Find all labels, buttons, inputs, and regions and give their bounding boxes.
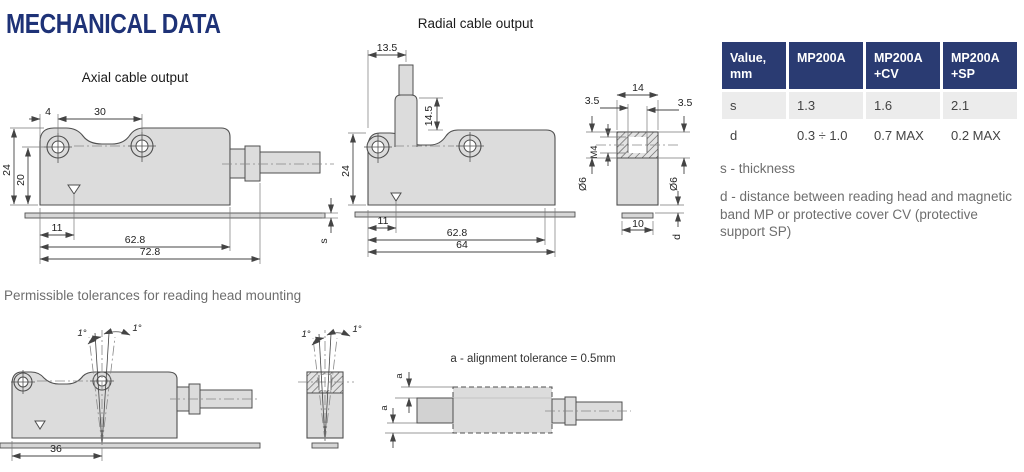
table-header-mp200a-cv: MP200A +CV [866,42,940,89]
svg-text:20: 20 [15,174,27,186]
tolerances-caption: Permissible tolerances for reading head … [4,288,302,303]
index-mark [34,420,46,430]
axial-head-body [39,127,231,206]
tolerance-cable [170,383,260,415]
magnetic-band [354,211,576,218]
magnetic-band-end [311,442,339,449]
tolerance-head-body [11,371,178,439]
magnetic-band-top-view [416,397,454,424]
svg-text:s: s [318,238,330,243]
svg-text:1°: 1° [352,324,361,335]
table-cell: 0.7 MAX [866,121,940,149]
spec-table: Value, mm MP200A MP200A +CV MP200A +SP s… [722,42,1017,149]
svg-text:M4: M4 [589,145,600,158]
alignment-dim-a-bottom: a [379,405,396,448]
svg-text:10: 10 [632,218,644,230]
svg-text:11: 11 [52,222,63,234]
cable-cross-section [298,371,354,394]
svg-text:64: 64 [456,239,468,251]
svg-text:1°: 1° [132,323,141,334]
alignment-tolerance-view: a - alignment tolerance = 0.5mm a a [379,353,631,448]
table-notes: s - thickness d - distance between readi… [720,160,1020,241]
note-s: s - thickness [720,161,796,176]
radial-cable [394,64,418,147]
table-cell: 0.3 ÷ 1.0 [789,121,863,149]
alignment-note: a - alignment tolerance = 0.5mm [450,353,615,365]
table-cell: 2.1 [943,91,1017,119]
svg-text:1°: 1° [301,329,310,340]
svg-text:1°: 1° [77,328,86,339]
radial-head-body [367,129,556,206]
note-d: d - distance between reading head and ma… [720,188,1012,240]
table-row-s-label: s [722,91,786,119]
svg-text:24: 24 [340,165,352,177]
radial-mounting-holes [364,132,484,163]
alignment-cable [545,396,631,426]
tolerance-holes [11,370,114,394]
svg-text:d: d [671,234,683,240]
alignment-dim-a-top: a [394,372,412,413]
angle-tolerance-fan: 1° 1° [77,323,142,446]
svg-text:72.8: 72.8 [140,246,161,258]
tolerance-side-view: 1° 1° 36 [0,323,261,461]
svg-text:14: 14 [632,82,644,94]
svg-text:36: 36 [50,443,62,455]
svg-text:24: 24 [1,164,13,176]
magnetic-band [24,212,326,219]
svg-text:3.5: 3.5 [678,97,693,109]
table-row-d-label: d [722,121,786,149]
axial-caption: Axial cable output [81,70,189,85]
svg-text:4: 4 [45,106,51,118]
svg-text:3.5: 3.5 [585,95,600,107]
axial-dimensions: 4 30 24 20 11 62.8 72.8 s [1,106,338,264]
svg-text:30: 30 [94,106,106,118]
index-mark [390,192,402,202]
radial-caption: Radial cable output [417,16,534,31]
tolerance-end-view: 1° 1° [298,324,362,449]
radial-drawing: 13.5 14.5 24 11 62.8 64 [340,42,576,257]
page-title: MECHANICAL DATA [6,8,221,39]
end-view-dimensions: 14 3.5 3.5 M4 Ø6 Ø6 10 [577,82,692,240]
svg-text:13.5: 13.5 [377,42,398,54]
table-cell: 1.3 [789,91,863,119]
radial-dimensions: 13.5 14.5 24 11 62.8 64 [340,42,556,257]
svg-text:14.5: 14.5 [423,106,435,127]
axial-drawing: 4 30 24 20 11 62.8 72.8 s [1,106,338,264]
table-header-value: Value, mm [722,42,786,89]
reading-head-outline-dashed [452,386,553,434]
svg-text:11: 11 [378,215,389,227]
index-mark [67,184,81,195]
axial-mounting-holes [44,132,156,163]
svg-text:Ø6: Ø6 [668,177,680,191]
table-cell: 1.6 [866,91,940,119]
table-header-mp200a-sp: MP200A +SP [943,42,1017,89]
magnetic-band [0,442,261,449]
end-view-drawing: 14 3.5 3.5 M4 Ø6 Ø6 10 [577,82,692,240]
svg-text:a: a [379,405,390,411]
angle-tolerance-fan: 1° 1° [301,324,362,442]
svg-text:Ø6: Ø6 [577,177,589,191]
svg-text:62.8: 62.8 [447,227,468,239]
magnetic-band-end [621,212,654,219]
table-header-mp200a: MP200A [789,42,863,89]
table-cell: 0.2 MAX [943,121,1017,149]
axial-cable [222,145,334,182]
cable-cross-section [596,131,678,159]
tolerance-width-dim: 36 [11,441,103,461]
svg-text:62.8: 62.8 [125,234,146,246]
svg-text:a: a [394,373,405,379]
